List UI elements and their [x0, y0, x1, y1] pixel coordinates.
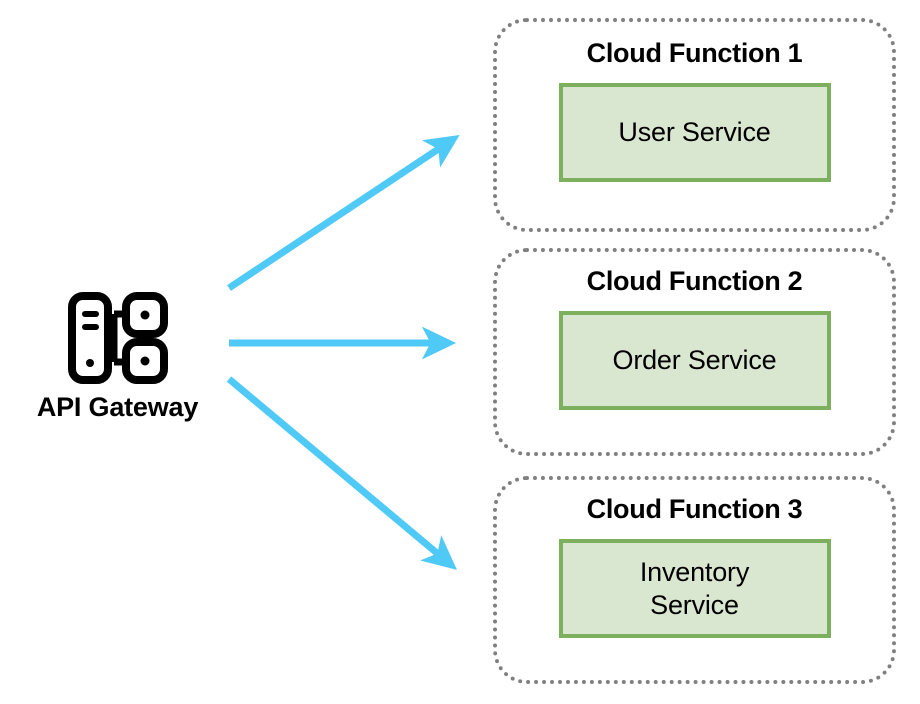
user-service-box[interactable]: User Service	[558, 83, 831, 182]
cloud-function-3-panel[interactable]: Cloud Function 3 Inventory Service	[493, 476, 896, 684]
inventory-service-label: Inventory Service	[639, 556, 750, 620]
api-gateway-node[interactable]: API Gateway	[0, 292, 235, 447]
order-service-box[interactable]: Order Service	[558, 311, 831, 410]
order-service-label: Order Service	[612, 345, 777, 376]
cloud-function-1-panel[interactable]: Cloud Function 1 User Service	[493, 18, 896, 232]
arrow-gateway-to-cf3	[226, 376, 457, 570]
server-network-icon	[67, 292, 168, 384]
cloud-function-3-title: Cloud Function 3	[586, 494, 803, 524]
cloud-function-2-panel[interactable]: Cloud Function 2 Order Service	[493, 248, 896, 456]
cloud-function-2-title: Cloud Function 2	[586, 266, 803, 296]
api-gateway-label: API Gateway	[36, 392, 199, 422]
user-service-label: User Service	[618, 117, 771, 148]
cloud-function-1-title: Cloud Function 1	[586, 38, 803, 68]
arrow-gateway-to-cf1	[227, 134, 460, 291]
inventory-service-box[interactable]: Inventory Service	[558, 539, 831, 638]
